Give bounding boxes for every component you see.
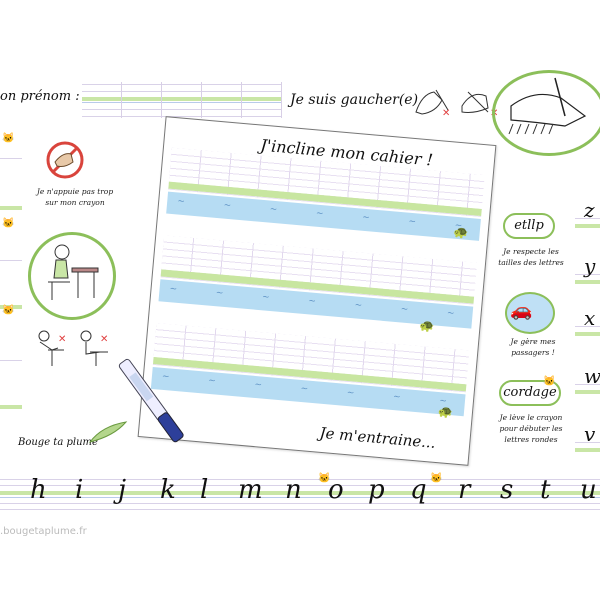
right-writing-strip xyxy=(575,198,600,470)
alphabet-letter: r xyxy=(458,475,471,505)
hand-wrong-icon-1: ✕ xyxy=(412,86,452,119)
cat-icon: 🐱 xyxy=(2,218,15,229)
alphabet-letter: m xyxy=(238,475,263,505)
bad-posture-icon: ✕ xyxy=(72,328,112,368)
alphabet-letter: p xyxy=(368,475,385,505)
alphabet-letter: t xyxy=(540,475,551,505)
tip-lift-pencil: Je lève le crayon pour débuter les lettr… xyxy=(499,413,563,444)
alphabet-letter: h xyxy=(30,475,47,505)
right-letter: y xyxy=(584,254,596,278)
site-url: .bougetaplume.fr xyxy=(0,526,87,537)
tip-passengers: Je gère mes passagers ! xyxy=(510,337,556,357)
alphabet-letter: k xyxy=(160,475,176,505)
posture-circle xyxy=(28,232,116,320)
alphabet-letter: i xyxy=(75,475,84,505)
tip-no-press: Je n'appuie pas trop sur mon crayon xyxy=(36,187,114,207)
alphabet-letter: l xyxy=(200,475,209,505)
right-letter: x xyxy=(584,306,596,330)
tip-letter-sizes: Je respecte les tailles des lettres xyxy=(498,247,564,267)
left-handed-label: Je suis gaucher(e) xyxy=(290,92,419,108)
turtle-icon: 🐢 xyxy=(418,318,435,334)
left-writing-strip xyxy=(0,130,22,430)
practice-sheet: J'incline mon cahier ! ~ ~ ~ ~ ~ ~ ~ ~ ~… xyxy=(137,116,497,466)
practice-band[interactable]: ~ ~ ~ ~ ~ ~ ~ xyxy=(150,323,470,430)
turtle-icon: 🐢 xyxy=(453,224,470,240)
cat-icon: 🐱 xyxy=(318,473,331,484)
svg-text:✕: ✕ xyxy=(442,108,450,118)
right-letter: v xyxy=(584,422,596,446)
cat-icon: 🐱 xyxy=(543,376,556,387)
svg-text:✕: ✕ xyxy=(58,334,66,345)
alphabet-letter: n xyxy=(285,475,302,505)
right-letter: z xyxy=(584,198,595,222)
signature: Bouge ta plume xyxy=(18,437,98,448)
cat-icon: 🐱 xyxy=(430,473,443,484)
alphabet-band: h i j k l m n o p q r s t u xyxy=(0,473,600,513)
bad-posture-icon: ✕ xyxy=(30,328,70,368)
alphabet-letter: u xyxy=(580,475,597,505)
name-label: on prénom : xyxy=(0,89,80,104)
feather-icon xyxy=(88,420,128,444)
correct-grip-circle xyxy=(492,70,600,156)
letter-sizes-tag: etllp xyxy=(503,213,555,239)
no-press-icon xyxy=(45,140,85,180)
hand-correct-icon xyxy=(505,76,593,136)
cat-icon: 🐱 xyxy=(2,133,15,144)
child-desk-icon xyxy=(38,242,102,306)
alphabet-letter: o xyxy=(328,475,344,505)
alphabet-letter: q xyxy=(410,475,427,505)
cordage-tag: cordage xyxy=(499,380,561,406)
car-icon: 🚗 xyxy=(510,300,533,321)
sheet-footer: Je m'entraine... xyxy=(318,423,437,452)
cat-icon: 🐱 xyxy=(2,305,15,316)
turtle-icon: 🐢 xyxy=(437,404,454,420)
marker-pen-icon xyxy=(118,348,188,458)
svg-text:✕: ✕ xyxy=(100,334,108,345)
alphabet-letter: s xyxy=(500,475,514,505)
right-letter: w xyxy=(584,364,600,388)
passengers-circle xyxy=(505,292,555,334)
alphabet-letter: j xyxy=(118,475,127,505)
name-writing-lines[interactable] xyxy=(82,82,282,118)
